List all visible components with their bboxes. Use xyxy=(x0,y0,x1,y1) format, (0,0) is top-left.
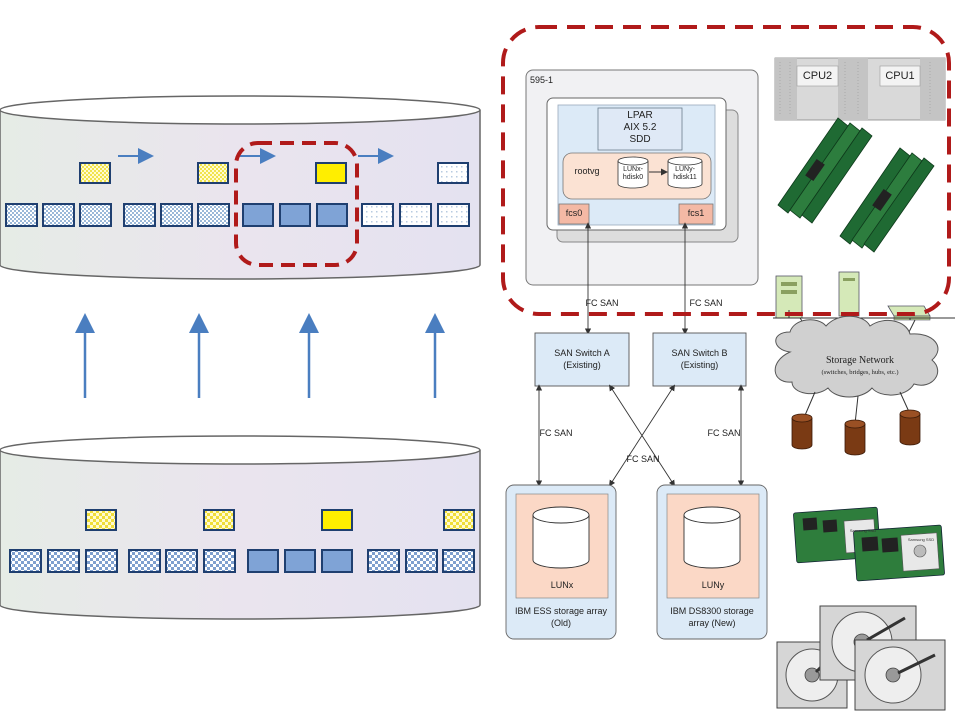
san-diagram xyxy=(501,25,955,711)
extent-block xyxy=(367,549,400,573)
extent-row-top xyxy=(5,203,470,227)
storage-network-title: Storage Network xyxy=(825,355,895,366)
array-new-status: array (New) xyxy=(688,618,736,628)
extent-block xyxy=(79,203,112,227)
disk-y-label2: hdisk11 xyxy=(673,174,697,181)
array-new-name: IBM DS8300 storage xyxy=(670,606,754,616)
extent-block xyxy=(165,549,198,573)
fc-san-label: FC SAN xyxy=(626,454,660,464)
extent-block xyxy=(399,203,432,227)
lpar-os: AIX 5.2 xyxy=(623,122,657,133)
adapter-fcs1 xyxy=(678,203,714,225)
lun-y-cylinder-icon xyxy=(683,506,741,569)
rootvg-label: rootvg xyxy=(574,166,600,176)
extent-block xyxy=(361,203,394,227)
extent-block xyxy=(203,509,235,531)
cpu2-label: CPU2 xyxy=(802,70,833,82)
storage-disk-icon xyxy=(791,413,813,450)
san-switch-a xyxy=(534,332,630,387)
extent-block xyxy=(203,549,236,573)
extent-block-active xyxy=(315,162,347,184)
lpar-sdd: SDD xyxy=(629,134,651,145)
fc-san-label: FC SAN xyxy=(585,298,619,308)
disk-y-icon xyxy=(667,156,703,189)
extent-block xyxy=(5,203,38,227)
disk-y-label: LUNy- xyxy=(675,166,695,173)
extent-block-solid xyxy=(321,549,353,573)
ssd-brand-label: Samsung SSD xyxy=(907,537,935,542)
server-tower-icon xyxy=(775,275,803,319)
extent-block xyxy=(160,203,193,227)
left-diagram xyxy=(0,95,481,620)
extent-block xyxy=(79,162,111,184)
disk-x-label2: hdisk0 xyxy=(622,174,644,181)
lun-x-label: LUNx xyxy=(550,580,574,590)
storage-pool-bottom xyxy=(0,435,481,620)
array-old-name: IBM ESS storage array xyxy=(514,606,608,616)
storage-network-cloud-icon xyxy=(774,315,939,398)
lpar-title: LPAR xyxy=(627,110,653,121)
extent-block xyxy=(85,549,118,573)
adapter-fcs0 xyxy=(558,203,590,225)
switch-b-title: SAN Switch B xyxy=(671,348,728,358)
lpar-label-box xyxy=(597,107,683,151)
disk-x-label: LUNx- xyxy=(623,166,643,173)
cpu1-label: CPU1 xyxy=(885,70,915,82)
switch-b-status: (Existing) xyxy=(680,360,719,370)
fc-link-cross xyxy=(609,384,675,487)
highlight-dashed-box xyxy=(501,25,951,316)
switch-a-status: (Existing) xyxy=(563,360,601,370)
lun-y-label: LUNy xyxy=(701,580,725,590)
server-tower-icon xyxy=(838,271,860,317)
extent-block xyxy=(443,509,475,531)
disk-x-icon xyxy=(617,156,649,189)
extent-row-bottom xyxy=(9,549,475,573)
ssd-brand-label: Samsung SSD xyxy=(849,528,877,533)
fc-san-label: FC SAN xyxy=(707,428,741,438)
highlight-dashed-box xyxy=(234,141,359,267)
extent-block-solid xyxy=(247,549,279,573)
lun-x-cylinder-icon xyxy=(532,506,590,569)
server-name: 595-1 xyxy=(530,75,554,85)
extent-block-solid xyxy=(279,203,311,227)
extent-block-solid xyxy=(284,549,316,573)
extent-block-active xyxy=(321,509,353,531)
hard-drive-icon xyxy=(854,639,946,711)
extent-block-solid xyxy=(242,203,274,227)
storage-disk-icon xyxy=(899,409,921,446)
san-switch-b xyxy=(652,332,747,387)
ssd-card-icon xyxy=(853,524,945,582)
extent-block xyxy=(437,162,469,184)
switch-a-title: SAN Switch A xyxy=(554,348,610,358)
extent-block xyxy=(9,549,42,573)
extent-block xyxy=(47,549,80,573)
storage-network-subtitle: (switches, bridges, hubs, etc.) xyxy=(821,369,899,376)
fc-san-label: FC SAN xyxy=(539,428,573,438)
extent-block xyxy=(405,549,438,573)
ram-module-icon xyxy=(777,117,873,224)
storage-disk-icon xyxy=(844,419,866,456)
extent-block xyxy=(442,549,475,573)
upward-arrows xyxy=(75,313,445,398)
fc-san-label: FC SAN xyxy=(689,298,723,308)
adapter-fcs1-label: fcs1 xyxy=(687,208,705,218)
extent-block-solid xyxy=(316,203,348,227)
extent-block xyxy=(85,509,117,531)
extent-block xyxy=(437,203,470,227)
extent-block xyxy=(128,549,161,573)
extent-block xyxy=(197,162,229,184)
extent-block xyxy=(123,203,156,227)
storage-pool-top xyxy=(0,95,481,280)
extent-block xyxy=(197,203,230,227)
adapter-fcs0-label: fcs0 xyxy=(565,208,583,218)
array-old-status: (Old) xyxy=(551,618,571,628)
ram-module-icon xyxy=(839,147,935,253)
extent-block xyxy=(42,203,75,227)
cpu-module-icon xyxy=(774,57,946,121)
